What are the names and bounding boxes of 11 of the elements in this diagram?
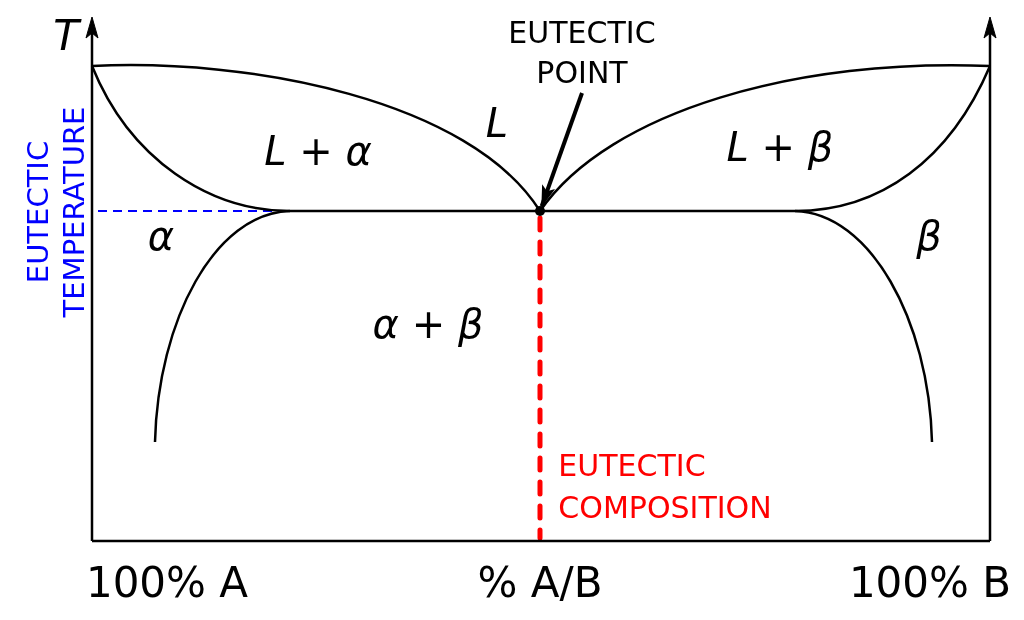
axis-tick-label: 100% A (85, 562, 249, 604)
annotation-label: EUTECTIC TEMPERATURE (20, 106, 92, 318)
callout-label: EUTECTIC POINT (508, 13, 656, 93)
phase-label: L + α (264, 131, 372, 171)
eutectic-point-marker (535, 206, 545, 216)
phase-label: α (147, 216, 175, 256)
axis-tick-label: 100% B (848, 562, 1012, 604)
leader-arrow (539, 92, 584, 208)
phase-label: L (485, 103, 509, 143)
annotation-label: EUTECTIC COMPOSITION (558, 447, 772, 527)
axis-tick-label: % A/B (477, 562, 603, 604)
